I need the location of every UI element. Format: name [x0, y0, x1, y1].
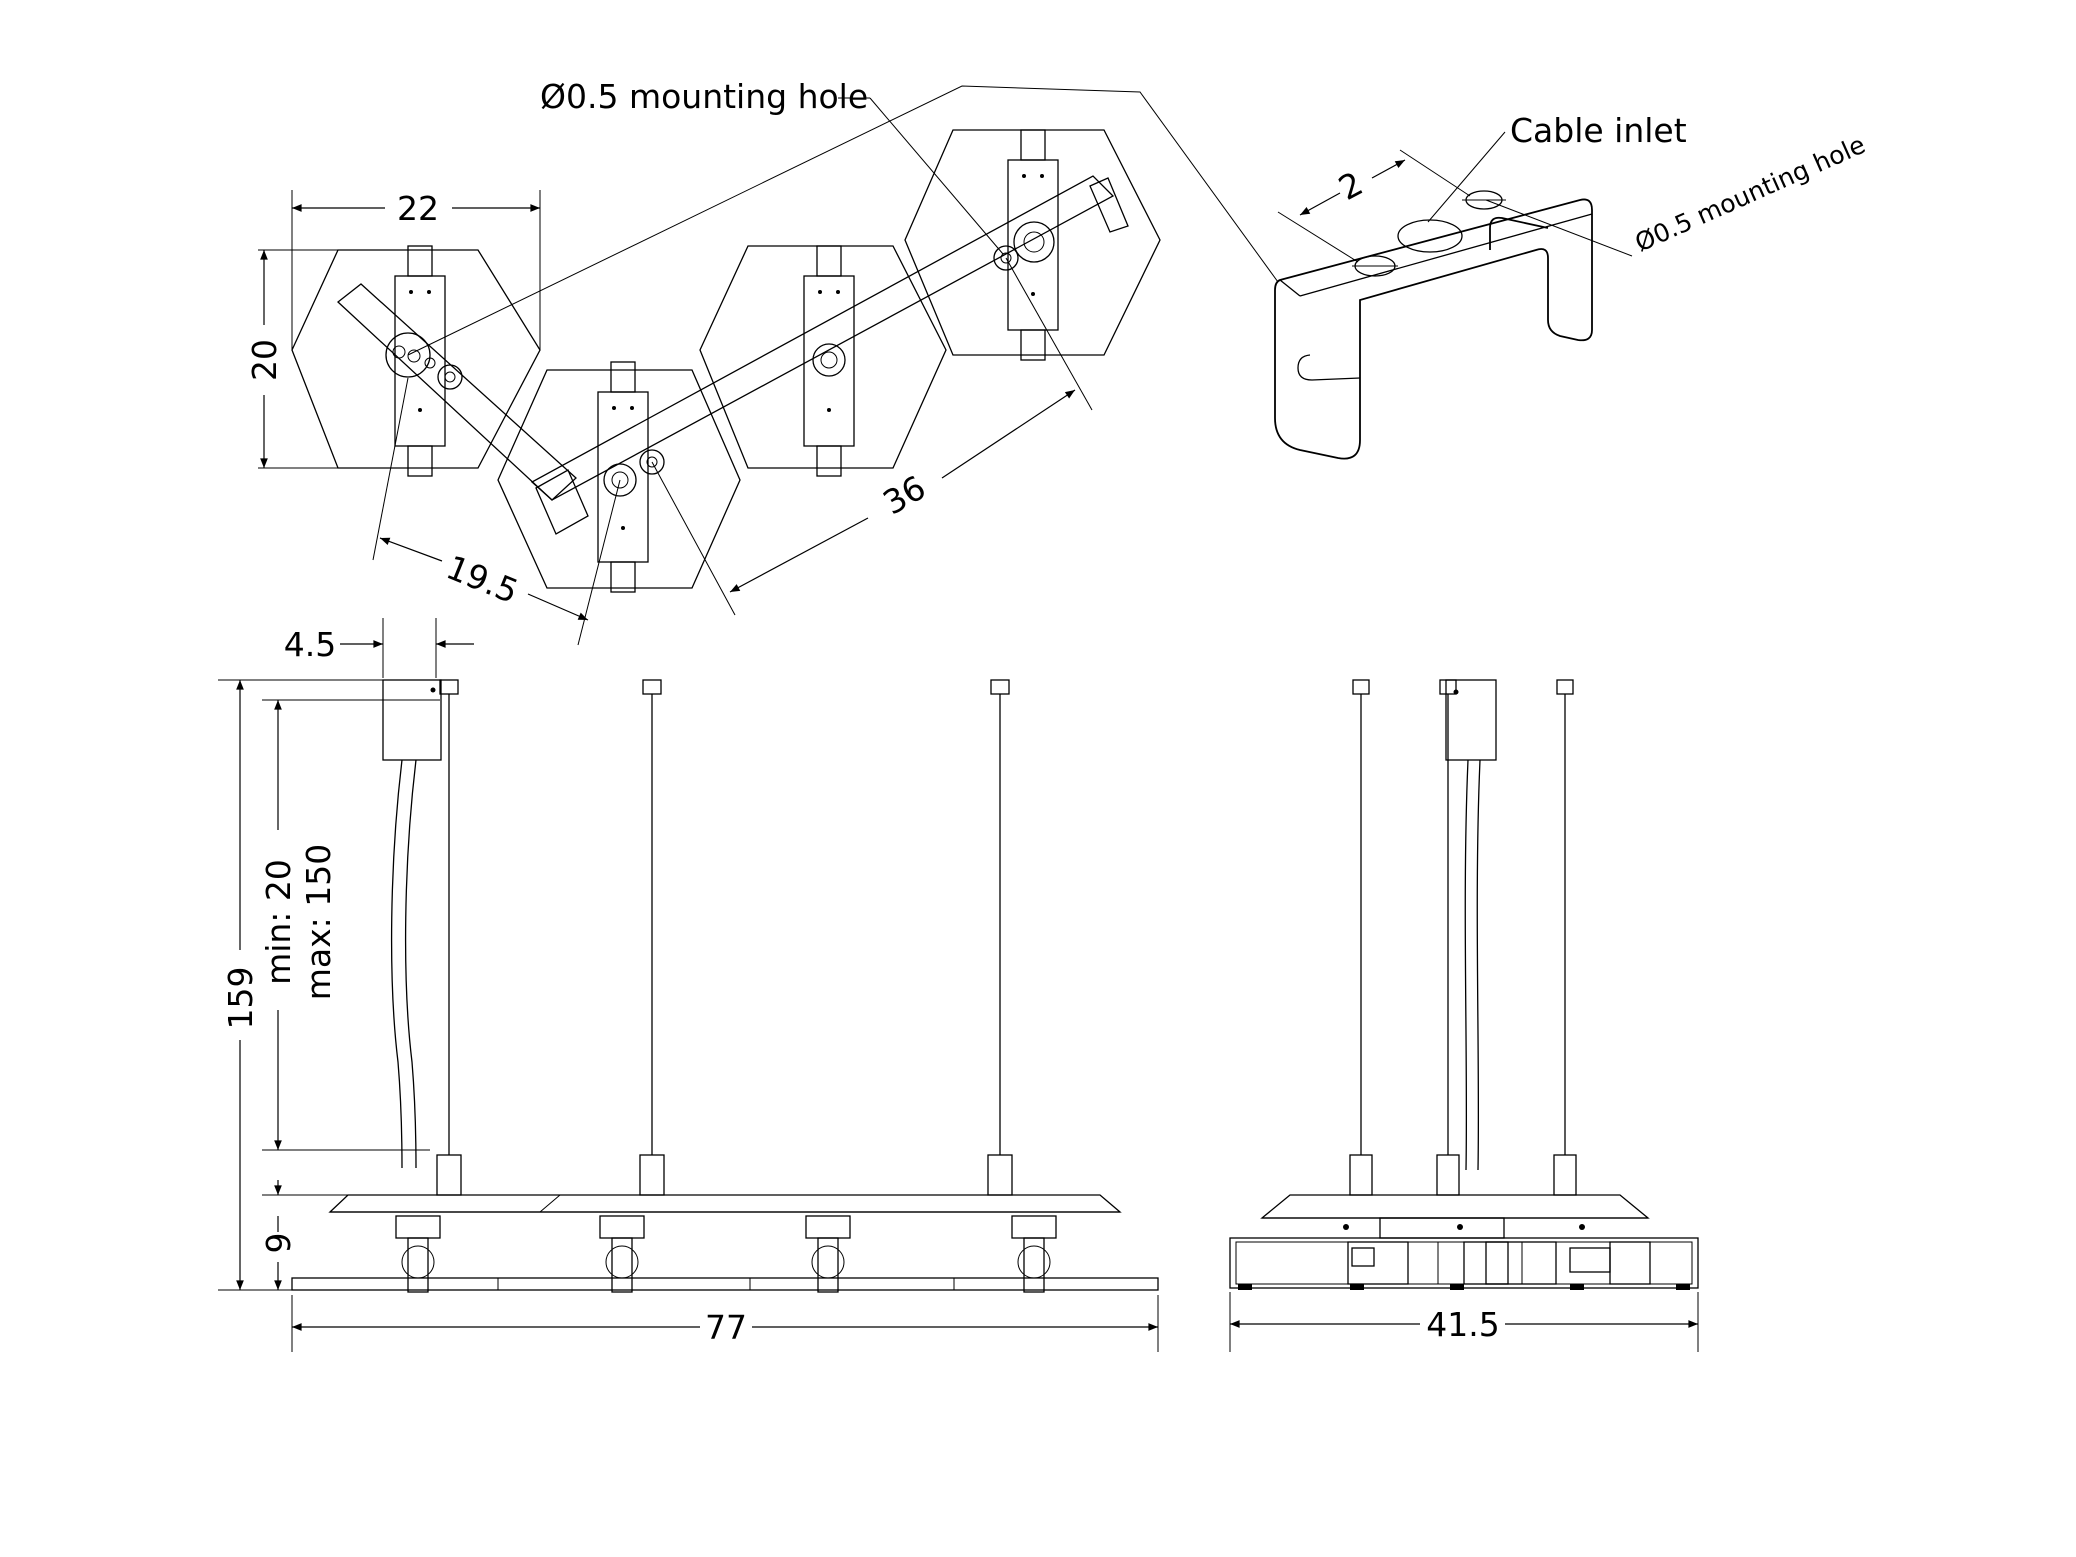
bottom-plate: [291, 1277, 1159, 1291]
dim-canopy-4-5: 4.5: [284, 625, 336, 664]
side-fixture-body: [1260, 1194, 1650, 1219]
mounting-hole-2: [639, 449, 665, 475]
light-modules: [395, 1215, 1057, 1293]
dim-arm-19-5: 19.5: [441, 547, 524, 611]
dim-fixture-height-9: 9: [259, 1233, 298, 1254]
led-module-1: [394, 245, 446, 477]
dim-length-77: 77: [705, 1308, 747, 1347]
dim-cable-max: max: 150: [299, 844, 338, 1001]
arm-end-tab-right: [1089, 177, 1129, 233]
dim-total-height-159: 159: [221, 967, 260, 1030]
pivot-joint-3: [1013, 221, 1055, 263]
power-cable: [390, 759, 403, 1169]
led-module-2: [597, 361, 649, 593]
led-module-3: [803, 245, 855, 477]
dim-height-20: 20: [245, 339, 284, 381]
side-canopy: [1445, 679, 1497, 761]
arm-end-tab: [535, 469, 589, 535]
pivot-joint-1: [603, 463, 637, 497]
fixture-body: [328, 1194, 1122, 1213]
top-view: 22 20 19.5 36 Ø0.5 mounting hole: [245, 77, 1279, 646]
callout-mounting-hole-top: Ø0.5 mounting hole: [540, 77, 868, 116]
bracket-outline: [1274, 198, 1593, 460]
mounting-arm-long: [530, 175, 1115, 501]
canopy-joint: [385, 332, 431, 378]
callout-cable-inlet: Cable inlet: [1510, 111, 1687, 150]
suspension-wires: [439, 679, 1010, 1155]
hex-panel-3: [699, 245, 947, 469]
mounting-hole-3: [993, 245, 1019, 271]
canopy: [382, 679, 442, 761]
dim-bracket-2: 2: [1332, 164, 1369, 208]
dim-width-22: 22: [397, 189, 439, 228]
mounting-arm-short: [336, 283, 577, 501]
dim-cable-min: min: 20: [259, 859, 298, 985]
hex-panel-4: [904, 129, 1161, 356]
mounting-hole-1: [437, 364, 463, 390]
side-view: 41.5: [1229, 679, 1699, 1352]
cable-inlet-hole: [1397, 219, 1463, 253]
hex-panel-1: [291, 249, 541, 469]
dim-arm-36: 36: [876, 468, 932, 523]
led-module-4: [1007, 129, 1059, 361]
bracket-detail: 2 Cable inlet Ø0.5 mounting hole: [1274, 111, 1870, 460]
pivot-joint-2: [812, 343, 846, 377]
front-view: 4.5 159 min: 20 max: 150 9 77: [218, 618, 1159, 1352]
dim-depth-41-5: 41.5: [1426, 1305, 1499, 1344]
hex-panel-2: [497, 369, 741, 589]
